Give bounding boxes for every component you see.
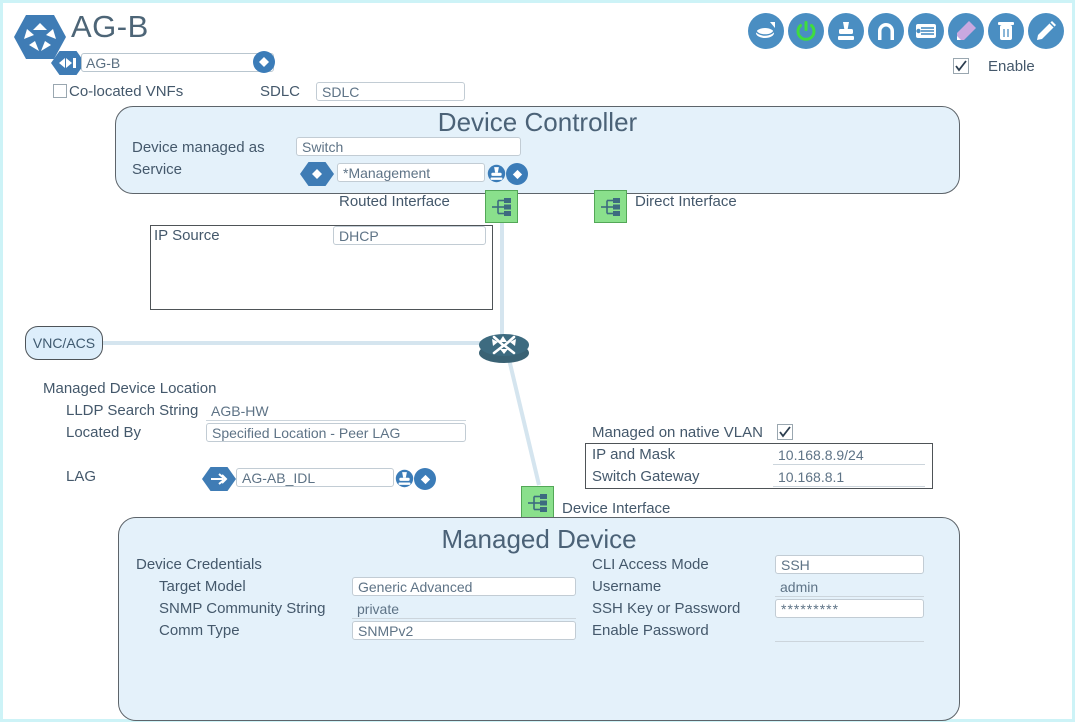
snmp-community-string-label: SNMP Community String bbox=[159, 600, 326, 617]
direct-interface-network-tree-icon[interactable] bbox=[594, 190, 627, 223]
username-input[interactable]: admin bbox=[775, 578, 924, 597]
managed-device-location-label: Managed Device Location bbox=[43, 380, 217, 397]
toolbar bbox=[748, 13, 1064, 49]
target-model-input[interactable]: Generic Advanced bbox=[352, 577, 576, 596]
device-credentials-label: Device Credentials bbox=[136, 556, 262, 573]
link-router-to-device-interface bbox=[506, 354, 541, 486]
device-controller-panel bbox=[115, 106, 960, 194]
lag-label: LAG bbox=[66, 468, 97, 485]
name-input[interactable]: AG-B bbox=[81, 53, 274, 72]
power-icon[interactable] bbox=[788, 13, 824, 49]
managed-device-title: Managed Device bbox=[441, 524, 637, 554]
target-model-label: Target Model bbox=[159, 578, 246, 595]
device-interface-network-tree-icon[interactable] bbox=[521, 486, 554, 519]
comm-type-label: Comm Type bbox=[159, 622, 240, 639]
router-icon[interactable] bbox=[476, 323, 532, 367]
service-label: Service bbox=[132, 161, 183, 178]
cli-access-mode-input[interactable]: SSH bbox=[775, 555, 924, 574]
device-managed-as-input[interactable]: Switch bbox=[296, 137, 521, 156]
switch-gateway-input[interactable]: 10.168.8.1 bbox=[773, 468, 925, 487]
managed-on-native-vlan-checkbox[interactable] bbox=[777, 424, 793, 440]
routed-interface-network-tree-icon[interactable] bbox=[485, 190, 518, 223]
pencil-icon[interactable] bbox=[1028, 13, 1064, 49]
enable-label: Enable bbox=[988, 58, 1035, 75]
circle-diamond-icon[interactable] bbox=[253, 51, 275, 73]
enable-password-label: Enable Password bbox=[592, 622, 709, 639]
username-label: Username bbox=[592, 578, 662, 595]
located-by-label: Located By bbox=[66, 424, 142, 441]
page-title: AG-B bbox=[71, 9, 149, 44]
switch-gateway-label: Switch Gateway bbox=[592, 468, 700, 485]
colocated-vnfs-checkbox[interactable] bbox=[53, 84, 67, 98]
located-by-input[interactable]: Specified Location - Peer LAG bbox=[206, 423, 466, 442]
sdlc-input[interactable]: SDLC bbox=[316, 82, 465, 101]
snmp-community-string-input[interactable]: private bbox=[352, 600, 576, 619]
ip-and-mask-label: IP and Mask bbox=[592, 446, 676, 463]
lag-clear-icon[interactable] bbox=[414, 468, 436, 490]
cli-access-mode-label: CLI Access Mode bbox=[592, 556, 709, 573]
native-vlan-box bbox=[585, 443, 933, 489]
lag-input[interactable]: AG-AB_IDL bbox=[236, 468, 394, 487]
hexagon-arrow-icon[interactable] bbox=[202, 467, 236, 491]
service-stamp-icon[interactable] bbox=[487, 163, 506, 184]
service-clear-icon[interactable] bbox=[506, 163, 528, 185]
lldp-search-string-input[interactable]: AGB-HW bbox=[206, 402, 466, 421]
stack-disk-icon[interactable] bbox=[748, 13, 784, 49]
ip-source-label: IP Source bbox=[154, 227, 220, 244]
routed-interface-label: Routed Interface bbox=[339, 193, 450, 210]
vnc-acs-node[interactable]: VNC/ACS bbox=[25, 326, 103, 360]
ssh-key-or-password-input[interactable]: ********* bbox=[775, 599, 924, 618]
link-routed-to-router bbox=[500, 223, 504, 343]
lag-stamp-icon[interactable] bbox=[395, 468, 414, 489]
managed-device-panel bbox=[118, 517, 960, 721]
ip-and-mask-input[interactable]: 10.168.8.9/24 bbox=[773, 446, 925, 465]
device-interface-label: Device Interface bbox=[562, 500, 671, 517]
direct-interface-label: Direct Interface bbox=[635, 193, 737, 210]
ip-source-input[interactable]: DHCP bbox=[333, 226, 486, 245]
service-input[interactable]: *Management bbox=[337, 163, 485, 182]
list-icon[interactable] bbox=[908, 13, 944, 49]
lldp-search-string-label: LLDP Search String bbox=[66, 402, 199, 419]
trash-icon[interactable] bbox=[988, 13, 1024, 49]
comm-type-input[interactable]: SNMPv2 bbox=[352, 621, 576, 640]
device-controller-title: Device Controller bbox=[437, 107, 638, 137]
enable-checkbox[interactable] bbox=[953, 58, 969, 74]
managed-on-native-vlan-label: Managed on native VLAN bbox=[592, 424, 763, 441]
eraser-icon[interactable] bbox=[948, 13, 984, 49]
stamp-icon[interactable] bbox=[828, 13, 864, 49]
hexagon-logo-icon bbox=[14, 15, 66, 59]
link-vncacs-to-router bbox=[99, 341, 484, 345]
colocated-vnfs-label: Co-located VNFs bbox=[69, 83, 184, 100]
enable-password-input[interactable] bbox=[775, 623, 924, 642]
arch-icon[interactable] bbox=[868, 13, 904, 49]
ssh-key-or-password-label: SSH Key or Password bbox=[592, 600, 741, 617]
device-managed-as-label: Device managed as bbox=[132, 139, 265, 156]
sdlc-label: SDLC bbox=[260, 83, 301, 100]
